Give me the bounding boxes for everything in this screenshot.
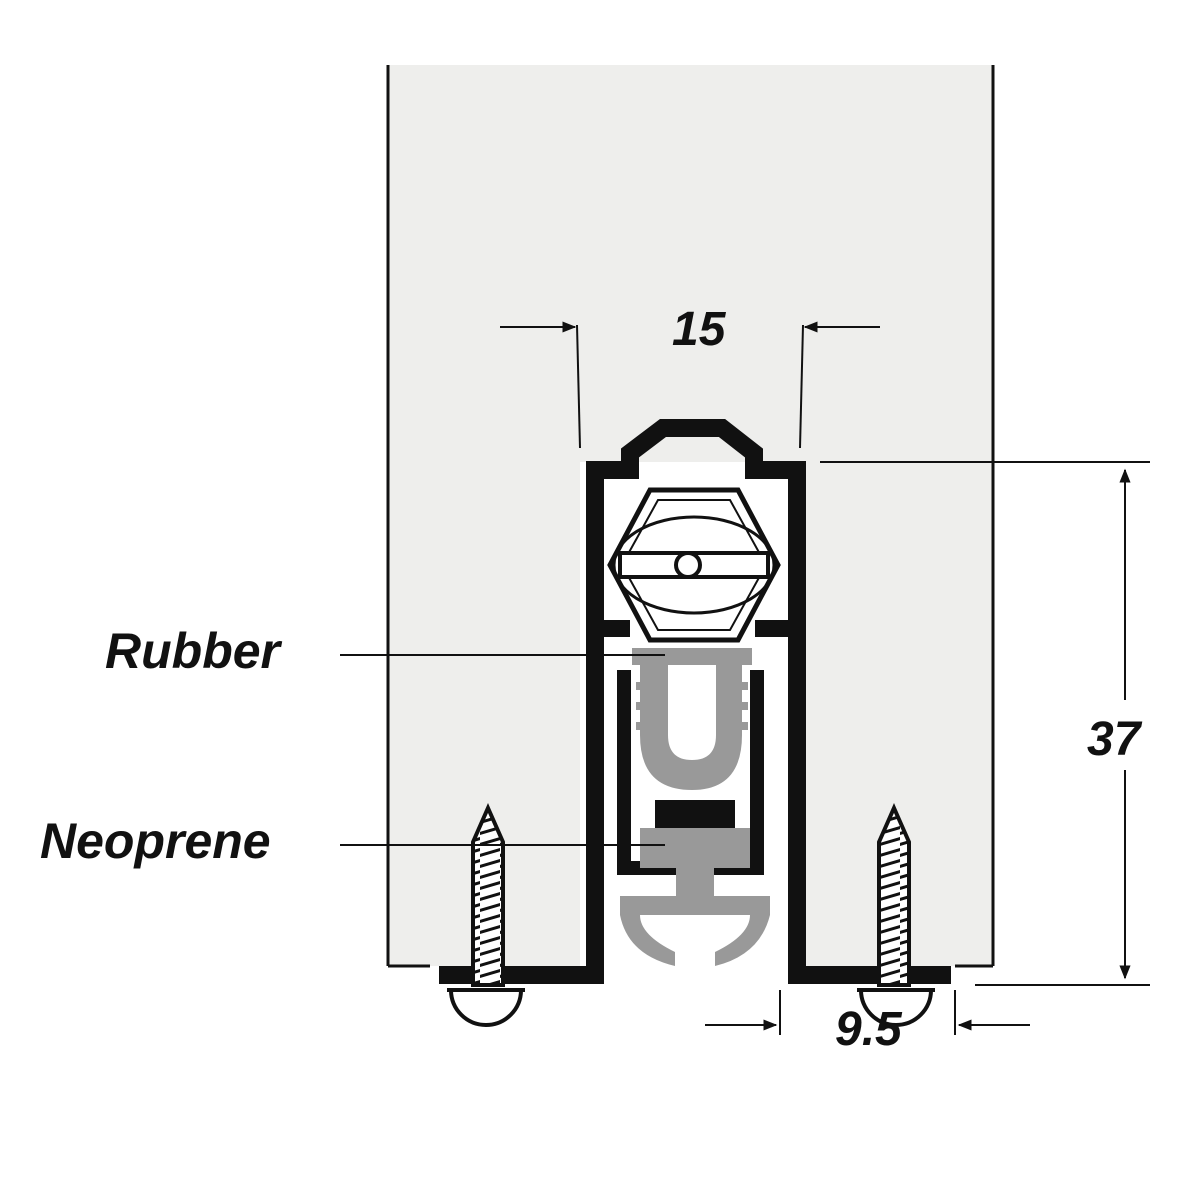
dimension-flange-label: 9.5 (835, 1003, 903, 1056)
neoprene-callout: Neoprene (40, 813, 665, 869)
dimension-flange: 9.5 (705, 990, 1030, 1056)
left-screw (447, 803, 525, 1027)
rubber-seal (632, 648, 752, 790)
adjustment-screw (607, 487, 781, 643)
neoprene-seal (620, 828, 770, 966)
rubber-label: Rubber (105, 623, 283, 679)
dimension-width: 15 (500, 303, 880, 449)
dimension-height-label: 37 (1087, 713, 1143, 766)
rubber-callout: Rubber (105, 623, 665, 679)
dimension-height: 37 (820, 461, 1150, 986)
dimension-width-label: 15 (672, 303, 727, 356)
neoprene-label: Neoprene (40, 813, 271, 869)
right-screw (857, 803, 935, 1027)
door-panel (386, 65, 995, 968)
